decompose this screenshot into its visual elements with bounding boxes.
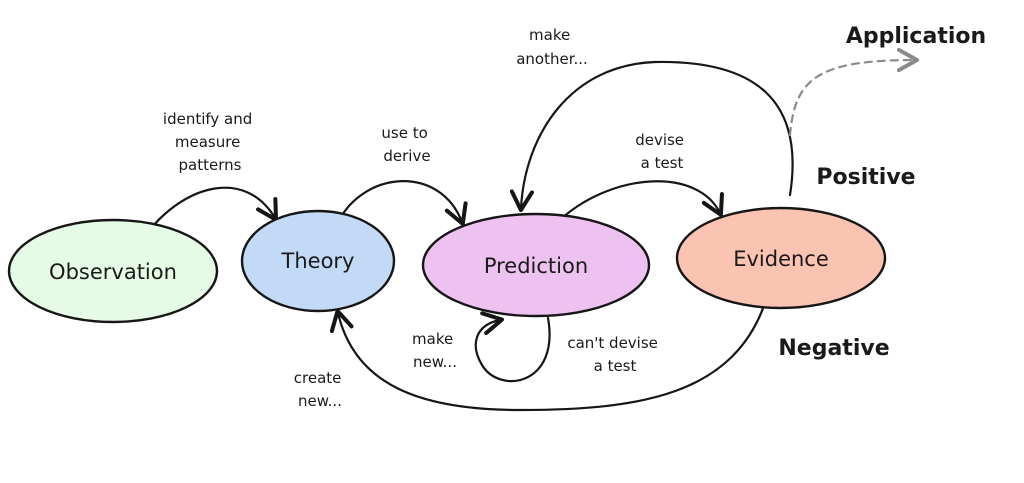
label-cant-devise-a-test: can't devise a test [567,334,662,375]
edge-evidence-to-prediction [509,60,794,213]
edge-evidence-to-theory [329,298,768,412]
evidence-bubble [675,206,887,310]
evidence-label: Evidence [733,247,829,271]
node-observation: Observation [7,218,219,324]
node-prediction: Prediction [421,212,651,318]
label-devise-a-test: devise a test [635,131,689,172]
node-theory: Theory [240,209,396,313]
node-evidence: Evidence [675,206,887,310]
prediction-label: Prediction [484,254,588,278]
label-make-another: make another... [516,26,588,68]
label-use-to-derive: use to derive [381,124,432,165]
observation-label: Observation [49,260,177,284]
label-negative: Negative [778,336,889,361]
edge-prediction-self-loop [474,311,551,382]
edge-theory-to-prediction [336,180,468,226]
prediction-bubble [421,212,651,318]
label-make-new: make new... [412,330,458,371]
label-identify-measure-patterns: identify and measure patterns [163,110,257,174]
label-positive: Positive [816,165,915,190]
edge-evidence-to-application [788,47,920,137]
edge-observation-to-theory [146,186,279,234]
label-application: Application [846,24,986,49]
label-create-new: create new... [294,369,346,410]
observation-bubble [7,218,219,324]
theory-bubble [240,209,396,313]
theory-label: Theory [281,249,355,273]
edge-prediction-to-evidence [560,180,724,220]
